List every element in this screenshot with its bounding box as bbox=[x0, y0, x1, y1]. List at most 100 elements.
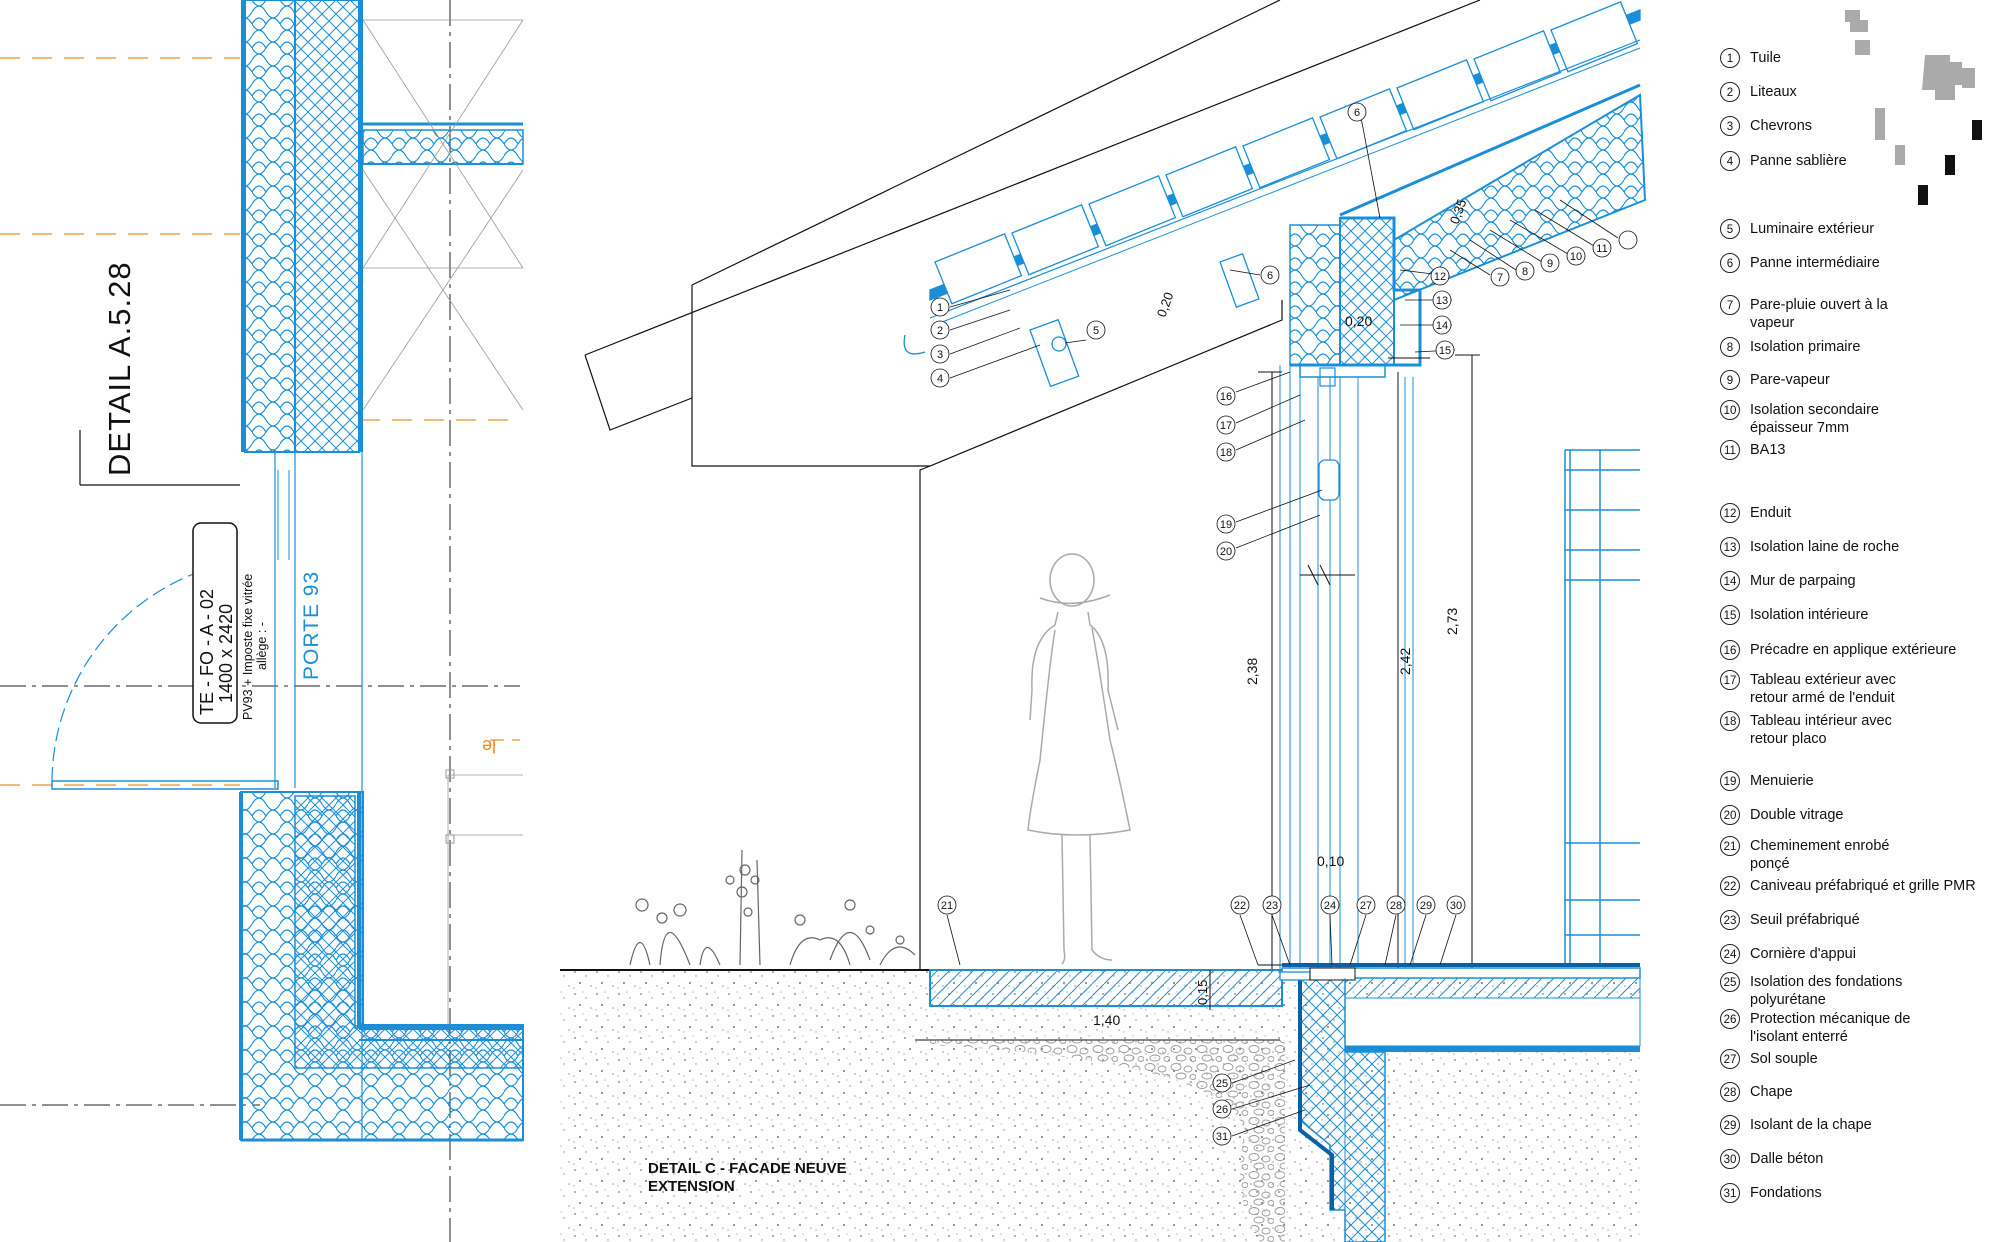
legend-number: 27 bbox=[1720, 1049, 1740, 1069]
legend-label: Pare-pluie ouvert à la vapeur bbox=[1750, 297, 1888, 331]
door-name: PORTE 93 bbox=[300, 571, 323, 680]
legend-label: BA13 bbox=[1750, 442, 1786, 458]
legend-number: 6 bbox=[1720, 253, 1740, 273]
legend-number: 17 bbox=[1720, 670, 1740, 690]
legend-number: 4 bbox=[1720, 151, 1740, 171]
callout-26: 26 bbox=[1216, 1104, 1228, 1116]
legend-label: Panne sablière bbox=[1750, 153, 1847, 169]
dim-273: 2,73 bbox=[1444, 608, 1460, 635]
legend-number: 24 bbox=[1720, 944, 1740, 964]
callout-23: 23 bbox=[1266, 900, 1278, 912]
legend-number: 5 bbox=[1720, 219, 1740, 239]
legend-number: 19 bbox=[1720, 771, 1740, 791]
legend-number: 9 bbox=[1720, 370, 1740, 390]
dim-015: 0,15 bbox=[1195, 980, 1210, 1005]
callout-21: 21 bbox=[941, 900, 953, 912]
legend-label: Protection mécanique de l'isolant enterr… bbox=[1750, 1011, 1911, 1045]
callout-3: 3 bbox=[937, 349, 943, 361]
dim-140: 1,40 bbox=[1093, 1012, 1120, 1028]
legend-label: Précadre en applique extérieure bbox=[1750, 642, 1957, 658]
legend-number: 15 bbox=[1720, 605, 1740, 625]
dim-010: 0,10 bbox=[1317, 853, 1344, 869]
callout-10: 10 bbox=[1570, 251, 1582, 263]
dim-242: 2,42 bbox=[1397, 648, 1413, 675]
callout-6a: 6 bbox=[1267, 270, 1273, 282]
legend-number: 12 bbox=[1720, 503, 1740, 523]
legend-number: 18 bbox=[1720, 711, 1740, 731]
legend-number: 16 bbox=[1720, 640, 1740, 660]
legend-number: 29 bbox=[1720, 1115, 1740, 1135]
legend-number: 14 bbox=[1720, 571, 1740, 591]
door-tag-size: 1400 x 2420 bbox=[216, 604, 236, 703]
legend-number: 26 bbox=[1720, 1009, 1740, 1029]
legend-label: Isolation primaire bbox=[1750, 339, 1861, 355]
plan-view: DETAIL A.5.28 TE - FO - A - 02 1400 x 24… bbox=[0, 0, 524, 1242]
callout-11: 11 bbox=[1596, 243, 1607, 255]
legend-number: 21 bbox=[1720, 836, 1740, 856]
section-view: 0,20 0,20 0,35 2,38 bbox=[560, 0, 1647, 1242]
legend-label: Pare-vapeur bbox=[1750, 372, 1830, 388]
legend-number: 22 bbox=[1720, 876, 1740, 896]
legend-label: Sol souple bbox=[1750, 1051, 1818, 1067]
callout-18: 18 bbox=[1220, 447, 1232, 459]
callout-12: 12 bbox=[1434, 271, 1446, 283]
callout-8: 8 bbox=[1522, 266, 1528, 278]
legend-label: Tableau intérieur avec retour placo bbox=[1750, 713, 1892, 747]
callout-24: 24 bbox=[1324, 900, 1336, 912]
dim-wall-width: 0,20 bbox=[1345, 313, 1372, 329]
callout-19: 19 bbox=[1220, 519, 1232, 531]
key-plan bbox=[1845, 10, 1982, 205]
section-callouts: 1 2 3 4 5 6 6 7 8 9 10 11 12 13 14 15 16… bbox=[930, 102, 1638, 1146]
door-tag: TE - FO - A - 02 1400 x 2420 PV93 + Impo… bbox=[192, 522, 496, 756]
cut-glyph: le bbox=[482, 736, 496, 756]
legend-label: Mur de parpaing bbox=[1750, 573, 1856, 589]
callout-27: 27 bbox=[1360, 900, 1372, 912]
plants bbox=[629, 849, 916, 966]
person-silhouette bbox=[1027, 553, 1131, 965]
legend-number: 7 bbox=[1720, 295, 1740, 315]
callout-15: 15 bbox=[1439, 345, 1451, 357]
legend-number: 23 bbox=[1720, 910, 1740, 930]
door-note-1: PV93 + Imposte fixe vitrée bbox=[241, 574, 255, 720]
callout-2: 2 bbox=[937, 325, 943, 337]
legend-label: Luminaire extérieur bbox=[1750, 221, 1875, 237]
callout-30: 30 bbox=[1450, 900, 1462, 912]
legend-number: 2 bbox=[1720, 82, 1740, 102]
right-elevation bbox=[1564, 449, 1640, 965]
callout-20: 20 bbox=[1220, 546, 1232, 558]
legend-number: 13 bbox=[1720, 537, 1740, 557]
callout-29: 29 bbox=[1420, 900, 1432, 912]
legend-label: Enduit bbox=[1750, 505, 1792, 521]
legend-label: Double vitrage bbox=[1750, 807, 1844, 823]
legend-label: Chevrons bbox=[1750, 118, 1813, 134]
legend-label: Dalle béton bbox=[1750, 1151, 1824, 1167]
section-title-1: DETAIL C - FACADE NEUVE bbox=[648, 1160, 847, 1177]
callout-25: 25 bbox=[1216, 1078, 1228, 1090]
legend-label: Isolation des fondations polyurétane bbox=[1750, 974, 1903, 1008]
legend-number: 30 bbox=[1720, 1149, 1740, 1169]
legend-number: 10 bbox=[1720, 400, 1740, 420]
dim-rafter: 0,20 bbox=[1154, 290, 1177, 319]
callout-31: 31 bbox=[1216, 1131, 1228, 1143]
legend-label: Cheminement enrobé ponçé bbox=[1750, 838, 1890, 872]
legend-number: 11 bbox=[1720, 440, 1740, 460]
legend-label: Isolation intérieure bbox=[1750, 607, 1869, 623]
legend-label: Isolation laine de roche bbox=[1750, 539, 1900, 555]
legend-label: Chape bbox=[1750, 1084, 1793, 1100]
legend-label: Tableau extérieur avec retour armé de l'… bbox=[1750, 672, 1896, 706]
legend-number: 28 bbox=[1720, 1082, 1740, 1102]
legend-number: 20 bbox=[1720, 805, 1740, 825]
legend-number: 1 bbox=[1720, 48, 1740, 68]
legend-number: 3 bbox=[1720, 116, 1740, 136]
legend-number: 8 bbox=[1720, 337, 1740, 357]
legend-label: Fondations bbox=[1750, 1185, 1822, 1201]
dim-238: 2,38 bbox=[1244, 658, 1260, 685]
detail-reference: DETAIL A.5.28 bbox=[79, 261, 240, 486]
callout-13: 13 bbox=[1436, 295, 1448, 307]
callout-6b: 6 bbox=[1354, 107, 1360, 119]
legend-label: Tuile bbox=[1750, 50, 1781, 66]
callout-4: 4 bbox=[937, 373, 943, 385]
legend-label: Caniveau préfabriqué et grille PMR bbox=[1750, 878, 1976, 894]
roof-tiles bbox=[929, 1, 1641, 305]
